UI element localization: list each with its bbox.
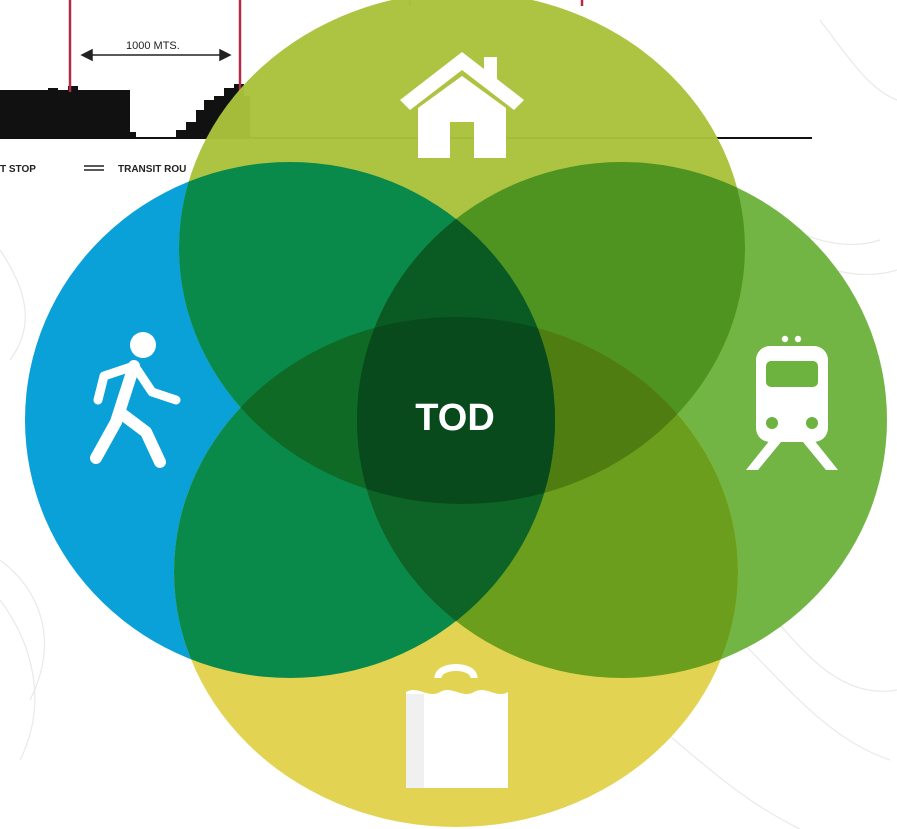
house-icon (400, 52, 524, 158)
pedestrian-icon (90, 332, 181, 468)
train-icon (746, 335, 838, 470)
distance-arrow (80, 48, 232, 62)
legend: T STOP TRANSIT ROU (0, 164, 186, 175)
center-label: TOD (415, 397, 495, 439)
legend-route-label: TRANSIT ROU (118, 164, 186, 175)
skyline-buildings (0, 86, 136, 138)
distance-label: 1000 MTS. (126, 40, 180, 52)
shopping-bag-icon (406, 664, 508, 788)
legend-route-symbol (84, 165, 104, 171)
transit-skyline: 1000 MTS. (0, 0, 812, 139)
legend-stop-label: T STOP (0, 164, 36, 175)
